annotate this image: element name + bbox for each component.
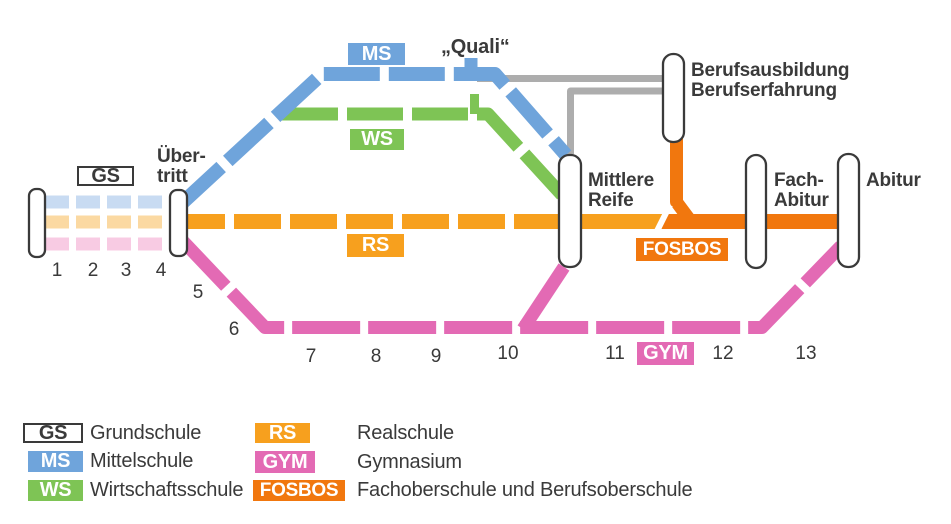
gray-line-mittlere-reife-to-beruf xyxy=(567,87,666,154)
legend-gs-badge: GS xyxy=(23,422,83,444)
legend-ms-badge: MS xyxy=(28,450,83,472)
station-uebertritt xyxy=(168,188,189,258)
uebertritt-label: Über- tritt xyxy=(157,146,206,187)
ws-line xyxy=(282,107,567,200)
legend-gym-badge: GYM xyxy=(255,451,315,473)
grade-number-5: 5 xyxy=(192,282,204,303)
fach-abitur-label: Fach- Abitur xyxy=(774,170,829,211)
ws-badge: WS xyxy=(350,128,404,150)
grade-number-12: 12 xyxy=(712,343,734,364)
grade-number-6: 6 xyxy=(228,319,240,340)
quali-label: „Quali“ xyxy=(441,36,510,58)
legend-fosbos-label: Fachoberschule und Berufsoberschule xyxy=(357,479,693,501)
grade-number-10: 10 xyxy=(497,343,519,364)
grade-number-13: 13 xyxy=(795,343,817,364)
grade-number-4: 4 xyxy=(155,260,167,281)
grade-number-2: 2 xyxy=(87,260,99,281)
grade-number-1: 1 xyxy=(51,260,63,281)
mittlere-reife-label: Mittlere Reife xyxy=(588,170,654,211)
abitur-label: Abitur xyxy=(866,170,921,191)
grade-number-9: 9 xyxy=(430,346,442,367)
legend-ws-badge: WS xyxy=(28,479,83,501)
legend-ms-label: Mittelschule xyxy=(90,450,194,472)
station-berufsausbildung xyxy=(661,52,686,144)
line-break-slash xyxy=(652,203,673,237)
grade-number-11: 11 xyxy=(605,343,625,364)
station-grundschule-start xyxy=(27,187,47,259)
grade-number-8: 8 xyxy=(370,346,382,367)
fosbos-badge: FOSBOS xyxy=(636,238,728,261)
legend-rs-badge: RS xyxy=(255,422,310,444)
ms-badge: MS xyxy=(348,43,405,65)
gym-line xyxy=(174,232,846,334)
station-mittlere-reife xyxy=(557,153,583,269)
fosbos-line-from-beruf xyxy=(670,138,697,226)
legend-ws-label: Wirtschaftsschule xyxy=(90,479,244,501)
grade-number-3: 3 xyxy=(120,260,132,281)
station-fach-abitur xyxy=(744,153,768,270)
ms-line xyxy=(175,67,572,211)
legend-fosbos-badge: FOSBOS xyxy=(253,480,345,501)
grade-number-7: 7 xyxy=(305,346,317,367)
legend-gym-label: Gymnasium xyxy=(357,450,462,473)
gym-branch-to-mittlere-reife xyxy=(517,263,570,333)
berufsausbildung-label: Berufsausbildung Berufserfahrung xyxy=(691,60,850,101)
rs-badge: RS xyxy=(347,234,404,257)
gym-badge: GYM xyxy=(637,342,694,365)
gs-badge: GS xyxy=(77,165,134,187)
legend-rs-label: Realschule xyxy=(357,421,454,444)
station-abitur xyxy=(836,152,861,269)
legend-gs-label: Grundschule xyxy=(90,421,202,444)
